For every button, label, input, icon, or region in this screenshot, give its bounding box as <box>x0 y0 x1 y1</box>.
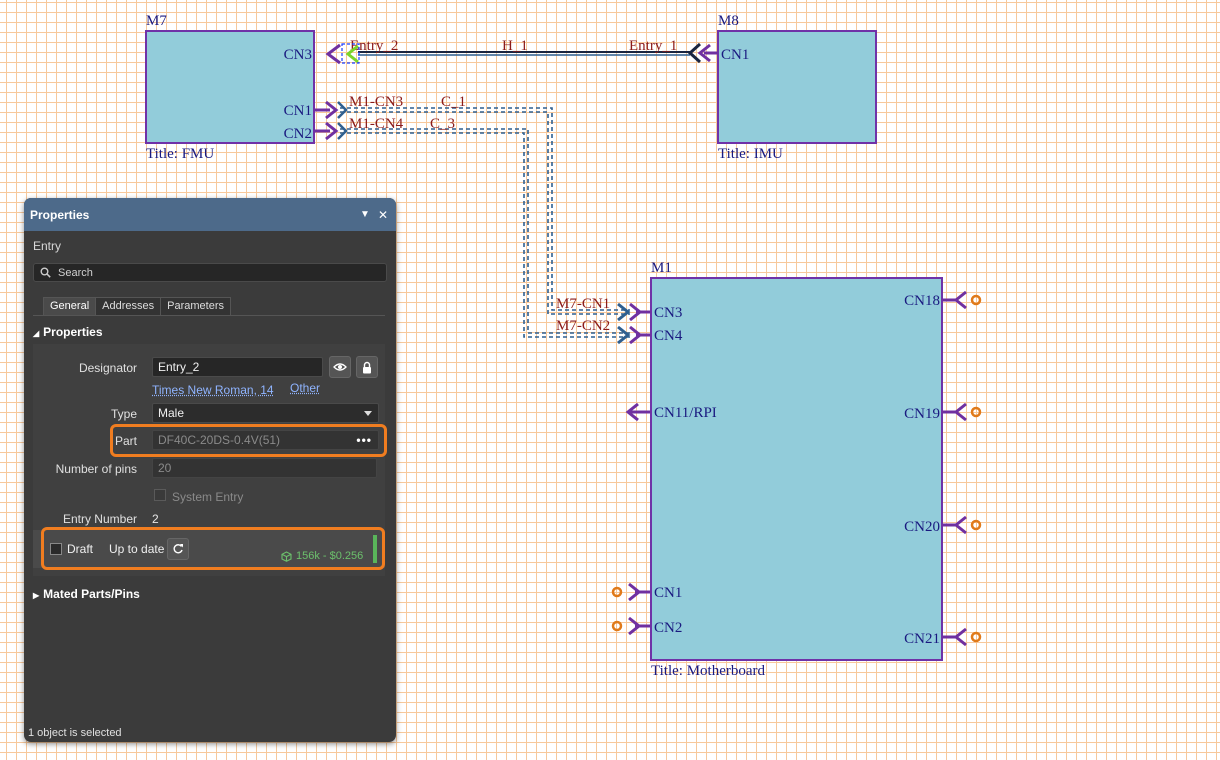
draft-checkbox[interactable] <box>50 543 62 555</box>
number-of-pins-label: Number of pins <box>44 462 137 476</box>
entry-m1-cn3-label: M1-CN3 <box>349 94 403 110</box>
sheet-m1-port-cn3: CN3 <box>654 305 682 321</box>
m1-cn2-entry-icon[interactable] <box>613 618 651 634</box>
harness-c3-label: C_3 <box>430 116 455 132</box>
m1-cn4-entry-icon[interactable] <box>618 327 651 343</box>
section-properties-label: Properties <box>43 325 102 339</box>
sheet-m7-title: Title: FMU <box>146 146 214 162</box>
section-properties-header[interactable]: ◢ Properties <box>33 325 103 339</box>
more-options-icon[interactable]: ••• <box>356 431 372 449</box>
panel-title: Properties <box>30 208 354 222</box>
tab-divider <box>33 315 385 316</box>
refresh-button[interactable] <box>167 538 189 560</box>
properties-panel: Properties ▼ ✕ Entry General Addresses P… <box>24 198 396 742</box>
refresh-icon <box>172 543 184 555</box>
entry-m7-cn1-label: M7-CN1 <box>556 296 610 312</box>
section-mated-parts-label: Mated Parts/Pins <box>43 587 140 601</box>
lock-icon <box>362 361 372 374</box>
sheet-m1[interactable] <box>651 278 942 660</box>
m1-cn11-entry-icon[interactable] <box>628 404 651 420</box>
sheet-m1-title: Title: Motherboard <box>651 663 766 679</box>
lock-toggle-button[interactable] <box>356 356 378 378</box>
sheet-m8-port-cn1: CN1 <box>721 47 749 63</box>
m1-cn21-entry-icon[interactable] <box>942 629 980 645</box>
type-value: Male <box>158 406 184 420</box>
sheet-m1-port-cn1: CN1 <box>654 585 682 601</box>
entry-number-label: Entry Number <box>44 512 137 526</box>
sheet-m1-port-cn21: CN21 <box>904 631 940 647</box>
search-box[interactable] <box>33 263 387 282</box>
entry-m7-cn2-label: M7-CN2 <box>556 318 610 334</box>
number-of-pins-field: 20 <box>152 458 377 478</box>
package-icon <box>281 551 292 562</box>
object-type-label: Entry <box>33 239 61 253</box>
section-mated-parts-header[interactable]: ▶ Mated Parts/Pins <box>33 587 140 601</box>
collapse-triangle-icon: ◢ <box>33 329 39 338</box>
panel-header[interactable]: Properties ▼ ✕ <box>24 198 396 231</box>
part-field[interactable]: DF40C-20DS-0.4V(51) ••• <box>152 430 379 450</box>
sheet-m1-port-cn19: CN19 <box>904 406 940 422</box>
chevron-down-icon <box>364 411 372 416</box>
tab-general[interactable]: General <box>43 297 96 315</box>
m1-cn19-entry-icon[interactable] <box>942 404 980 420</box>
entry-1-label: Entry_1 <box>629 38 677 54</box>
font-link[interactable]: Times New Roman, 14 <box>152 383 274 397</box>
part-label: Part <box>44 434 137 448</box>
system-entry-label: System Entry <box>172 490 243 504</box>
harness-h1-label: H_1 <box>502 38 528 54</box>
tab-addresses[interactable]: Addresses <box>95 297 161 315</box>
sheet-m7-port-cn1: CN1 <box>284 103 312 119</box>
sheet-m1-port-cn4: CN4 <box>654 328 683 344</box>
m7-cn1-entry-icon[interactable] <box>314 102 346 118</box>
m7-cn2-entry-icon[interactable] <box>314 123 346 139</box>
designator-input[interactable]: Entry_2 <box>152 357 323 377</box>
draft-label: Draft <box>67 542 93 556</box>
type-select[interactable]: Male <box>152 403 379 423</box>
m8-cn1-entry-icon[interactable] <box>690 44 718 62</box>
entry-number-value: 2 <box>152 512 159 526</box>
up-to-date-label: Up to date <box>109 542 164 556</box>
visibility-toggle-button[interactable] <box>329 356 351 378</box>
type-label: Type <box>44 407 137 421</box>
eye-icon <box>333 362 347 372</box>
m1-cn20-entry-icon[interactable] <box>942 517 980 533</box>
sheet-m8-title: Title: IMU <box>718 146 783 162</box>
supply-price[interactable]: 156k - $0.256 <box>281 550 363 562</box>
sheet-m1-port-cn11: CN11/RPI <box>654 405 717 421</box>
sheet-m1-port-cn2: CN2 <box>654 620 682 636</box>
close-icon[interactable]: ✕ <box>376 208 390 222</box>
system-entry-checkbox[interactable] <box>154 489 166 501</box>
entry-m1-cn4-label: M1-CN4 <box>349 116 404 132</box>
tab-parameters[interactable]: Parameters <box>160 297 231 315</box>
sheet-m8-designator: M8 <box>718 13 739 29</box>
search-input[interactable] <box>56 266 360 280</box>
other-font-link[interactable]: Other <box>290 381 320 395</box>
selection-status: 1 object is selected <box>28 727 122 739</box>
m1-cn3-entry-icon[interactable] <box>618 304 651 320</box>
harness-c1-label: C_1 <box>441 94 466 110</box>
sheet-m7-port-cn2: CN2 <box>284 126 312 142</box>
price-value: 156k - $0.256 <box>296 550 363 562</box>
sheet-m1-port-cn20: CN20 <box>904 519 940 535</box>
m1-cn18-entry-icon[interactable] <box>942 292 980 308</box>
part-value: DF40C-20DS-0.4V(51) <box>158 433 280 447</box>
sheet-m1-port-cn18: CN18 <box>904 293 940 309</box>
m1-cn1-entry-icon[interactable] <box>613 584 651 600</box>
panel-menu-icon[interactable]: ▼ <box>358 208 372 222</box>
tab-bar: General Addresses Parameters <box>43 297 230 315</box>
search-icon <box>40 267 51 278</box>
status-indicator-bar <box>373 535 377 563</box>
designator-label: Designator <box>44 361 137 375</box>
expand-triangle-icon: ▶ <box>33 591 39 600</box>
sheet-m7-port-cn3: CN3 <box>284 47 312 63</box>
sheet-m7-designator: M7 <box>146 13 167 29</box>
sheet-m1-designator: M1 <box>651 260 672 276</box>
